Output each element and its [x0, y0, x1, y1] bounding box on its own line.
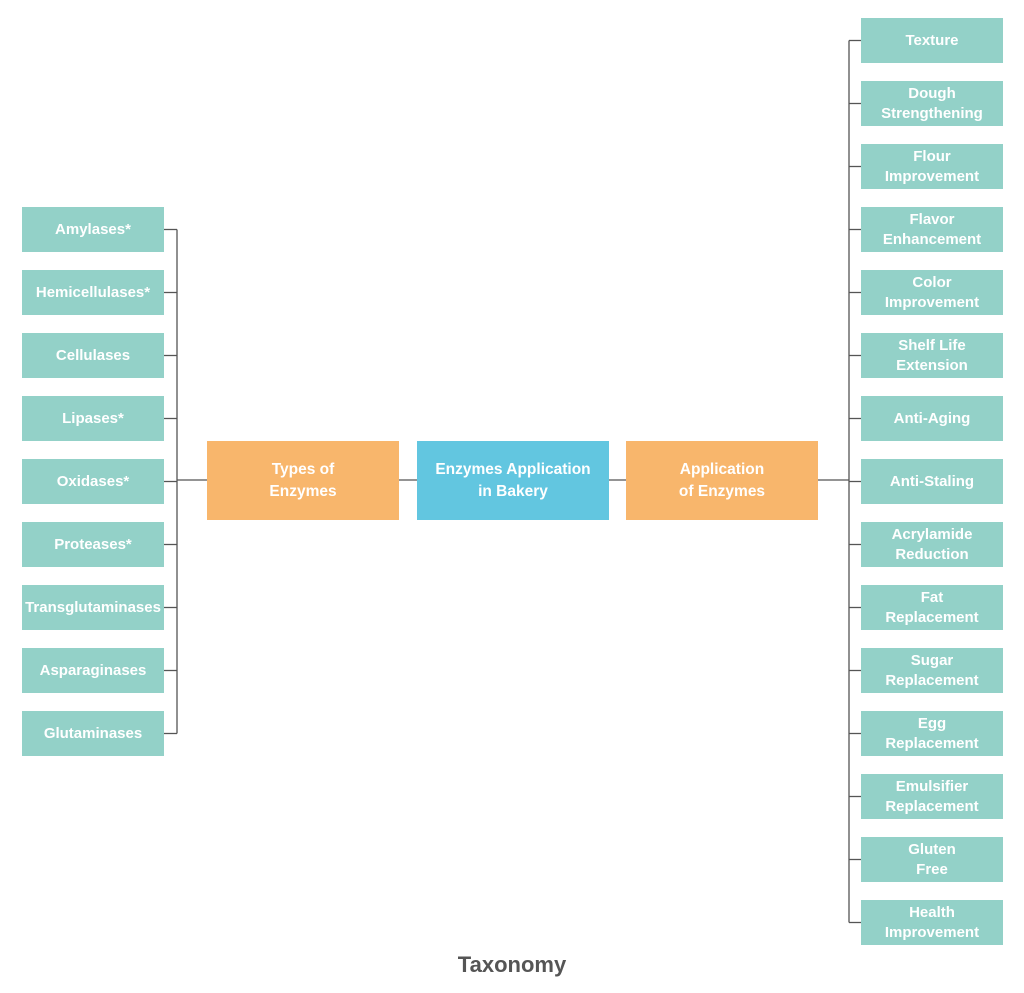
- enzyme-type-item: Asparaginases: [22, 648, 164, 693]
- application-item: Flavor Enhancement: [861, 207, 1003, 252]
- application-item: Gluten Free: [861, 837, 1003, 882]
- application-item: Fat Replacement: [861, 585, 1003, 630]
- application-item: Health Improvement: [861, 900, 1003, 945]
- enzyme-type-item: Transglutaminases: [22, 585, 164, 630]
- application-item: Emulsifier Replacement: [861, 774, 1003, 819]
- diagram-caption: Taxonomy: [457, 952, 567, 977]
- application-item: Flour Improvement: [861, 144, 1003, 189]
- application-item: Color Improvement: [861, 270, 1003, 315]
- enzyme-type-item: Amylases*: [22, 207, 164, 252]
- enzyme-type-item: Hemicellulases*: [22, 270, 164, 315]
- enzyme-type-item: Glutaminases: [22, 711, 164, 756]
- enzyme-type-item: Lipases*: [22, 396, 164, 441]
- application-item: Anti-Staling: [861, 459, 1003, 504]
- application-item: Shelf Life Extension: [861, 333, 1003, 378]
- application-item: Dough Strengthening: [861, 81, 1003, 126]
- enzyme-type-item: Cellulases: [22, 333, 164, 378]
- application-item: Acrylamide Reduction: [861, 522, 1003, 567]
- application-item: Egg Replacement: [861, 711, 1003, 756]
- center-node: Enzymes Application in Bakery: [417, 441, 609, 520]
- enzyme-type-item: Proteases*: [22, 522, 164, 567]
- application-item: Texture: [861, 18, 1003, 63]
- application-item: Anti-Aging: [861, 396, 1003, 441]
- application-of-enzymes-node: Application of Enzymes: [626, 441, 818, 520]
- application-item: Sugar Replacement: [861, 648, 1003, 693]
- types-of-enzymes-node: Types of Enzymes: [207, 441, 399, 520]
- enzyme-type-item: Oxidases*: [22, 459, 164, 504]
